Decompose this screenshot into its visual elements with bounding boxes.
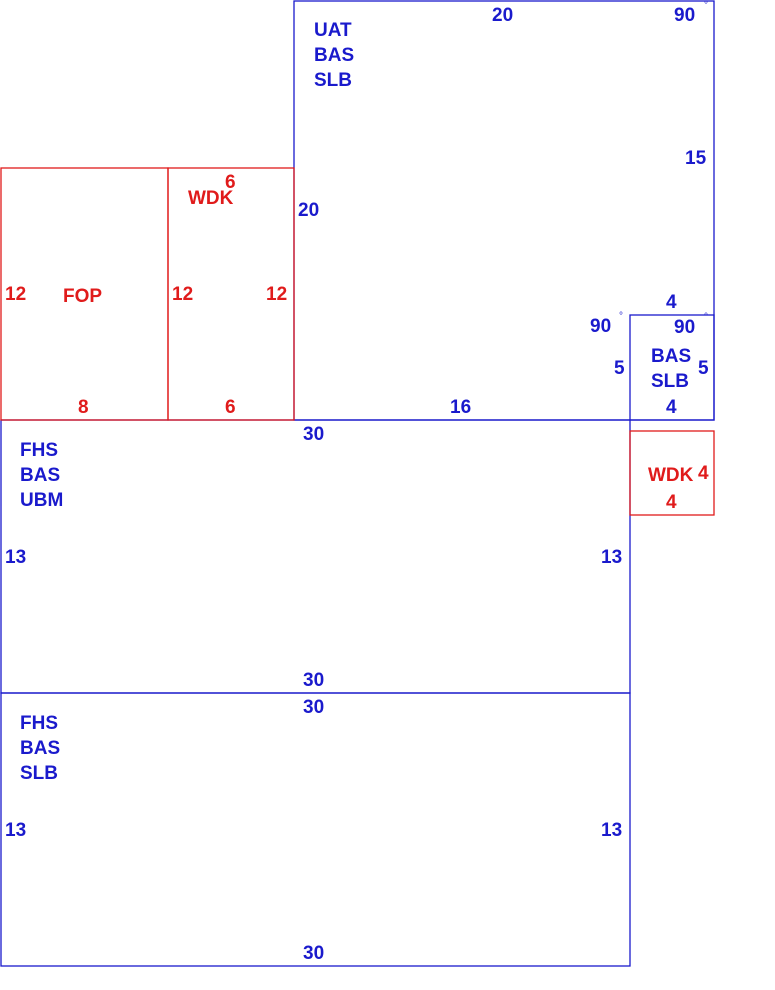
small-right-area [629, 314, 715, 421]
degree-mark-1: ° [704, 0, 708, 11]
fop-left-dimension: 12 [5, 284, 26, 305]
wdk-right-area [629, 430, 715, 516]
small-right-bottom-dimension: 4 [666, 397, 677, 418]
small-right-code-1: BAS [651, 346, 691, 367]
middle-code-3: UBM [20, 490, 63, 511]
wdk-left-area [167, 167, 295, 421]
top-main-right-dimension: 15 [685, 148, 707, 169]
wdk-right-right-dimension: 4 [698, 463, 709, 484]
small-right-left-dimension: 5 [614, 358, 625, 379]
small-right-code-2: SLB [651, 371, 689, 392]
wdk-right-code: WDK [648, 465, 694, 486]
bottom-code-2: BAS [20, 738, 60, 759]
bottom-right-dimension: 13 [601, 820, 622, 841]
small-right-angle: 90 [674, 317, 695, 338]
wdk-right-bottom-dimension: 4 [666, 492, 677, 513]
top-main-bottom-dimension: 16 [450, 397, 471, 418]
middle-code-2: BAS [20, 465, 60, 486]
wdk-left-top-dimension: 6 [225, 172, 236, 193]
bottom-code-1: FHS [20, 713, 58, 734]
top-main-angle-top-right: 90 [674, 5, 695, 26]
middle-top-dimension: 30 [303, 424, 324, 445]
bottom-bottom-dimension: 30 [303, 943, 324, 964]
bottom-left-dimension: 13 [5, 820, 26, 841]
small-right-top-dimension: 4 [666, 292, 677, 313]
degree-mark-3: ° [704, 312, 708, 323]
bottom-area [0, 692, 631, 967]
top-main-code-3: SLB [314, 70, 352, 91]
middle-bottom-dimension: 30 [303, 670, 324, 691]
top-main-top-dimension: 20 [492, 5, 513, 26]
degree-mark-2: ° [619, 311, 623, 322]
middle-area [0, 419, 631, 694]
middle-code-1: FHS [20, 440, 58, 461]
top-main-left-dimension: 20 [298, 200, 319, 221]
top-main-code-2: BAS [314, 45, 354, 66]
fop-bottom-dimension: 8 [78, 397, 89, 418]
middle-left-dimension: 13 [5, 547, 26, 568]
small-right-right-dimension: 5 [698, 358, 709, 379]
bottom-top-dimension: 30 [303, 697, 324, 718]
bottom-code-3: SLB [20, 763, 58, 784]
wdk-left-code: WDK [188, 188, 234, 209]
top-main-angle-inner: 90 [590, 316, 611, 337]
wdk-left-left-dimension: 12 [172, 284, 193, 305]
wdk-left-bottom-dimension: 6 [225, 397, 236, 418]
wdk-left-right-dimension: 12 [266, 284, 287, 305]
middle-right-dimension: 13 [601, 547, 622, 568]
fop-code: FOP [63, 286, 102, 307]
top-main-code-1: UAT [314, 20, 352, 41]
